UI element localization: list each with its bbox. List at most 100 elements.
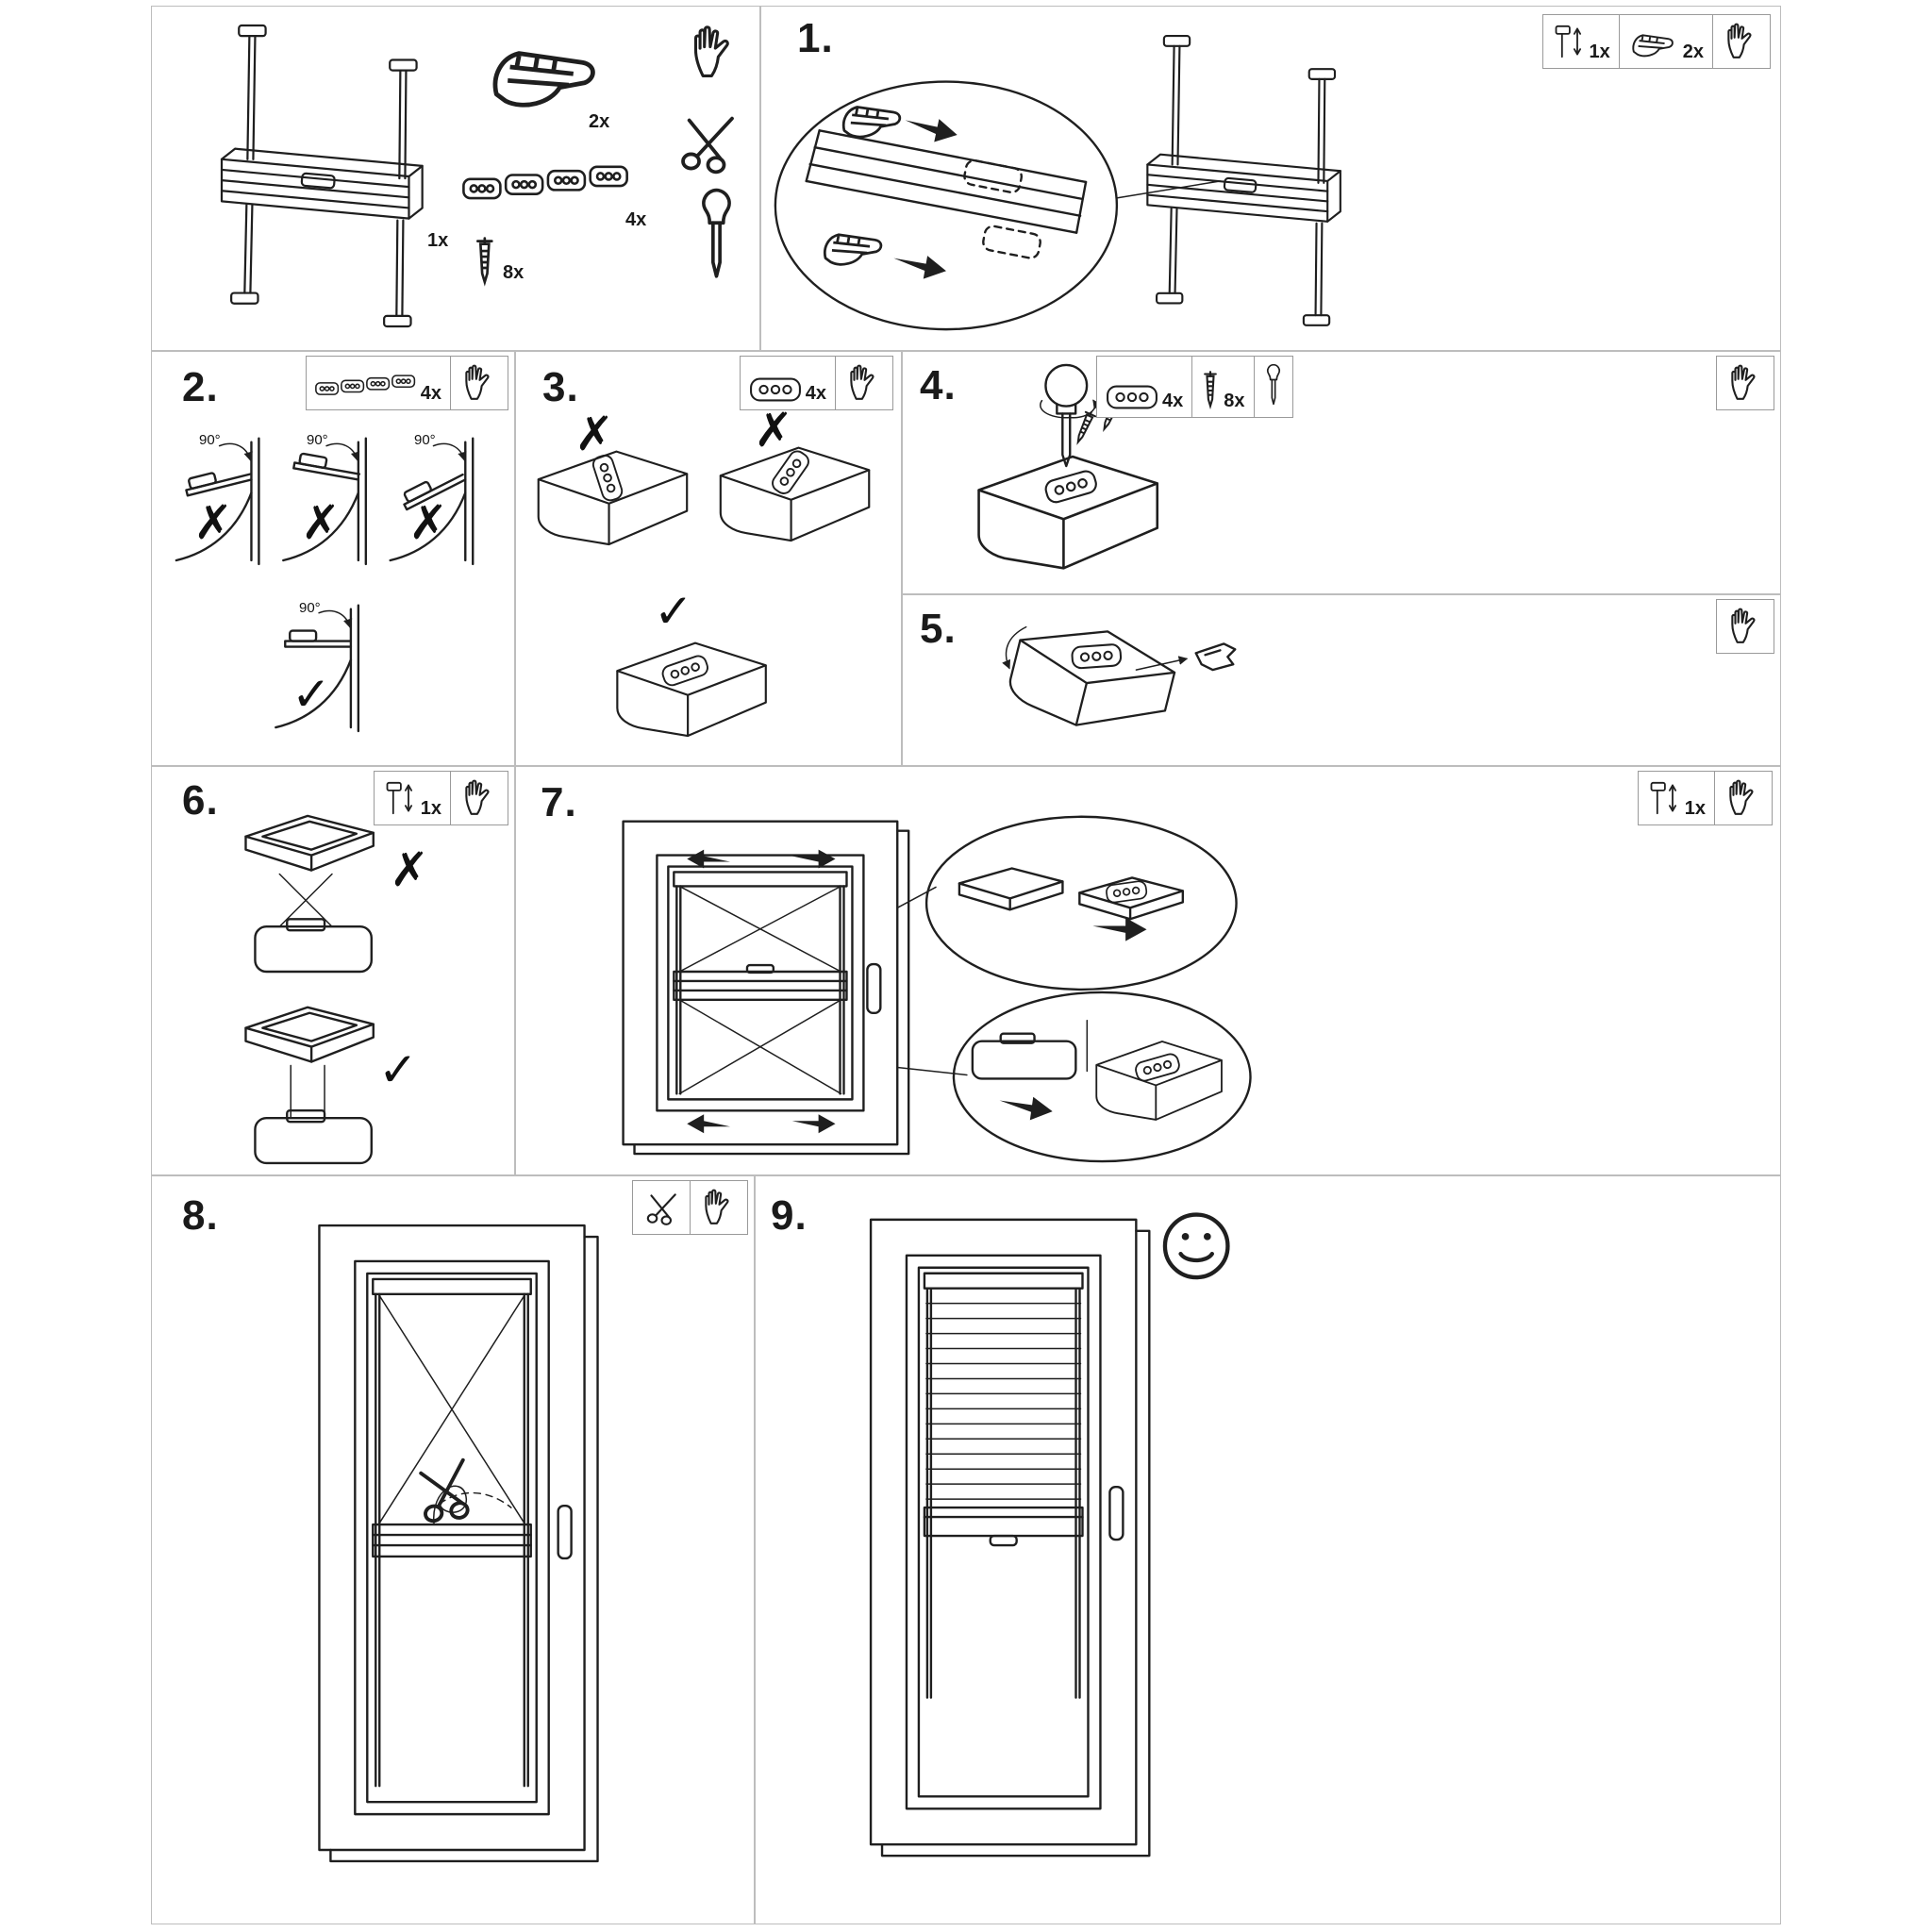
step3-parts-box: 4x — [739, 356, 893, 410]
ball-screwdriver — [1044, 363, 1089, 468]
step-number: 6. — [182, 777, 219, 824]
panel-parts-overview: 1x 2x 4x 8x — [151, 6, 760, 351]
part-qty: 8x — [1224, 391, 1245, 411]
clip-part-drawing — [841, 106, 902, 139]
step4-hand-box — [1716, 356, 1774, 410]
tool-hand — [1712, 15, 1770, 68]
step2-art — [175, 437, 475, 733]
check-mark: ✓ — [654, 584, 693, 639]
cross-mark: ✗ — [575, 407, 614, 461]
corner-piece — [977, 455, 1159, 570]
screwdriver-icon — [701, 188, 731, 278]
tool-hand — [835, 357, 892, 409]
hand-icon — [1725, 363, 1765, 403]
wrong-orientation-2 — [719, 446, 871, 542]
step8-art — [318, 1224, 599, 1863]
step1-parts-box: 1x 2x — [1541, 14, 1771, 69]
part-side-rail: 1x — [1639, 772, 1714, 824]
part-side-rail: 1x — [375, 772, 450, 824]
window-handle — [1108, 1485, 1124, 1541]
window-handle — [866, 962, 882, 1014]
clip-part-drawing — [495, 54, 592, 106]
wrong-orientation-1 — [537, 450, 689, 546]
cross-mark: ✗ — [301, 495, 341, 550]
tool-hand — [450, 772, 508, 824]
wrong-mount-2 — [282, 437, 368, 566]
part-qty: 1x — [1589, 42, 1610, 62]
panel-step-5: 5. — [902, 594, 1781, 766]
correct-mount — [275, 604, 360, 733]
bracket-row-drawing — [462, 165, 629, 200]
screw-icon — [1201, 371, 1220, 410]
panel-step-7: 7. 1x — [515, 766, 1781, 1175]
hand-icon — [1724, 778, 1763, 818]
corner-piece — [1002, 609, 1182, 746]
panel-step-8: 8. — [151, 1175, 755, 1924]
window-illustration — [622, 820, 910, 1156]
step5-art — [1002, 609, 1237, 746]
cross-mark: ✗ — [408, 495, 448, 550]
hand-icon — [459, 363, 499, 403]
step4-art — [977, 363, 1159, 570]
step8-parts-box — [632, 1180, 748, 1235]
slide-arrow — [791, 1114, 836, 1134]
side-rail-icon — [1647, 778, 1681, 818]
angle-label: 90° — [414, 432, 436, 448]
step-number: 5. — [920, 606, 957, 652]
window-handle — [557, 1504, 573, 1560]
step7-parts-box: 1x — [1637, 771, 1773, 825]
bottom-rail-detail — [971, 1020, 1223, 1124]
tool-hand — [690, 1181, 747, 1234]
blind-assembly-drawing — [220, 24, 424, 328]
part-bracket: 4x — [307, 357, 450, 409]
bracket-row-icon — [315, 375, 417, 403]
release-key-part — [1194, 642, 1237, 672]
part-qty: 4x — [805, 383, 826, 404]
panel-step-6: 6. 1x — [151, 766, 515, 1175]
part-qty: 4x — [1162, 391, 1184, 411]
step6-art — [244, 814, 375, 1165]
clip-part-drawing — [823, 233, 883, 266]
part-bracket: 4x — [1097, 357, 1191, 417]
tool-hand — [1717, 600, 1774, 653]
clip-icon — [1628, 27, 1679, 61]
rotate-arrow — [1002, 625, 1027, 670]
step-number: 9. — [771, 1192, 808, 1239]
step-number: 7. — [541, 779, 577, 825]
detail-ellipse-bottom — [952, 991, 1252, 1163]
detail-ellipse-top — [924, 815, 1238, 991]
leader-line — [1116, 180, 1222, 199]
angle-label: 90° — [307, 432, 328, 448]
screw-drawing — [476, 237, 493, 284]
qty-bracket: 4x — [625, 209, 647, 230]
step-number: 2. — [182, 364, 219, 410]
hand-icon — [693, 25, 729, 77]
part-side-rail: 1x — [1543, 15, 1619, 68]
panel-step-1: 1. 1x 2x — [760, 6, 1781, 351]
rail-profile — [805, 129, 1088, 234]
part-qty: 1x — [420, 798, 441, 819]
cross-mark: ✗ — [390, 842, 429, 897]
scissors-icon — [681, 116, 734, 175]
step5-hand-box — [1716, 599, 1774, 654]
tool-screwdriver — [1253, 357, 1292, 417]
step2-parts-box: 4x — [305, 356, 508, 410]
panel-step-4: 4. 4x 8x — [902, 351, 1781, 594]
hand-icon — [1725, 607, 1765, 646]
angle-label: 90° — [299, 600, 321, 616]
cross-mark: ✗ — [193, 495, 233, 550]
hand-icon — [699, 1188, 739, 1227]
check-mark: ✓ — [378, 1042, 418, 1097]
step-number: 3. — [542, 364, 579, 410]
smiley-icon — [1165, 1215, 1227, 1277]
panel-step-2: 2. 4x — [151, 351, 515, 766]
slide-arrow — [687, 1114, 731, 1134]
panel-step-3: 3. 4x ✗ ✗ ✓ — [515, 351, 902, 766]
clip-target-outline — [963, 158, 1041, 259]
detail-ellipse — [774, 80, 1119, 331]
leader-line — [896, 886, 937, 909]
remove-arrow — [1135, 656, 1189, 671]
wrong-alignment — [244, 814, 375, 974]
leader-line — [896, 1066, 968, 1076]
